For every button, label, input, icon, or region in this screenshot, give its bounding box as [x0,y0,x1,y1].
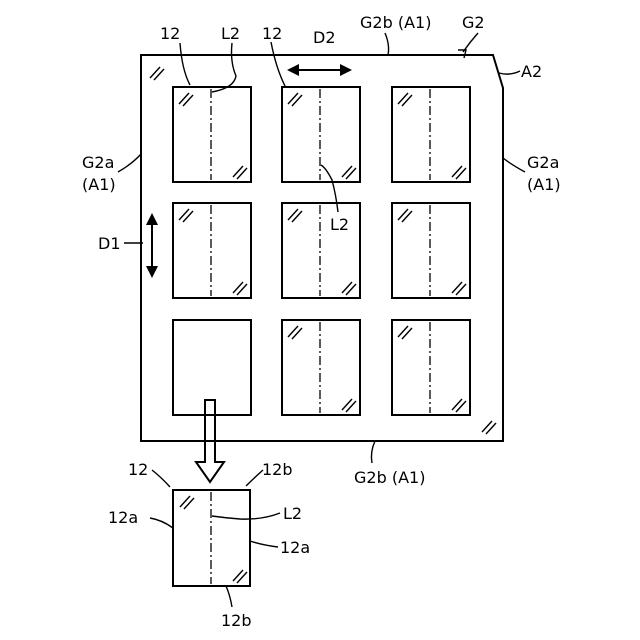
d1-double-arrow [146,213,158,278]
label-detail-l2: L2 [283,504,302,523]
panel-12 [173,87,251,182]
label-line-l2-mid: L2 [330,215,349,234]
label-direction-d2: D2 [313,28,336,47]
detail-panel-12 [173,490,250,586]
label-detail-12a-left: 12a [108,508,138,527]
d2-double-arrow [287,64,352,76]
label-direction-d1: D1 [98,234,121,253]
label-line-l2-top: L2 [221,24,240,43]
panel-12 [282,320,360,415]
hatch-mark [452,399,466,412]
hatch-mark [233,282,247,295]
label-panel-12-left: 12 [160,24,180,43]
panel-grid [173,87,470,415]
label-detail-12a-right: 12a [280,538,310,557]
label-panel-12-center: 12 [262,24,282,43]
panel-12 [392,203,470,298]
hatch-mark [398,93,412,106]
label-edge-a1-right: (A1) [527,175,561,194]
hatch-mark [398,209,412,222]
panel-12 [282,87,360,182]
label-detail-12b-bottom: 12b [221,611,252,630]
label-glass-g2: G2 [462,13,485,32]
hatch-mark [342,282,356,295]
hatch-mark [452,282,466,295]
hatch-mark [288,209,302,222]
panel-12 [392,320,470,415]
hatch-mark [288,93,302,106]
hatch-mark [342,399,356,412]
label-edge-g2b-bottom: G2b (A1) [354,468,425,487]
mother-glass-outline [141,55,503,441]
label-detail-12: 12 [128,460,148,479]
hatch-mark [398,326,412,339]
label-edge-g2a-left: G2a [82,153,114,172]
hatch-mark [179,93,193,106]
hatch-mark [452,166,466,179]
hatch-mark [288,326,302,339]
label-corner-a2: A2 [521,62,542,81]
panel-12 [392,87,470,182]
hatch-mark [179,209,193,222]
glass-hatch-marks [150,67,496,434]
label-edge-a1-left: (A1) [82,175,116,194]
hatch-mark [342,166,356,179]
label-detail-12b-top: 12b [262,460,293,479]
label-edge-g2b-top: G2b (A1) [360,13,431,32]
panel-12 [173,203,251,298]
label-edge-g2a-right: G2a [527,153,559,172]
hatch-mark [233,166,247,179]
